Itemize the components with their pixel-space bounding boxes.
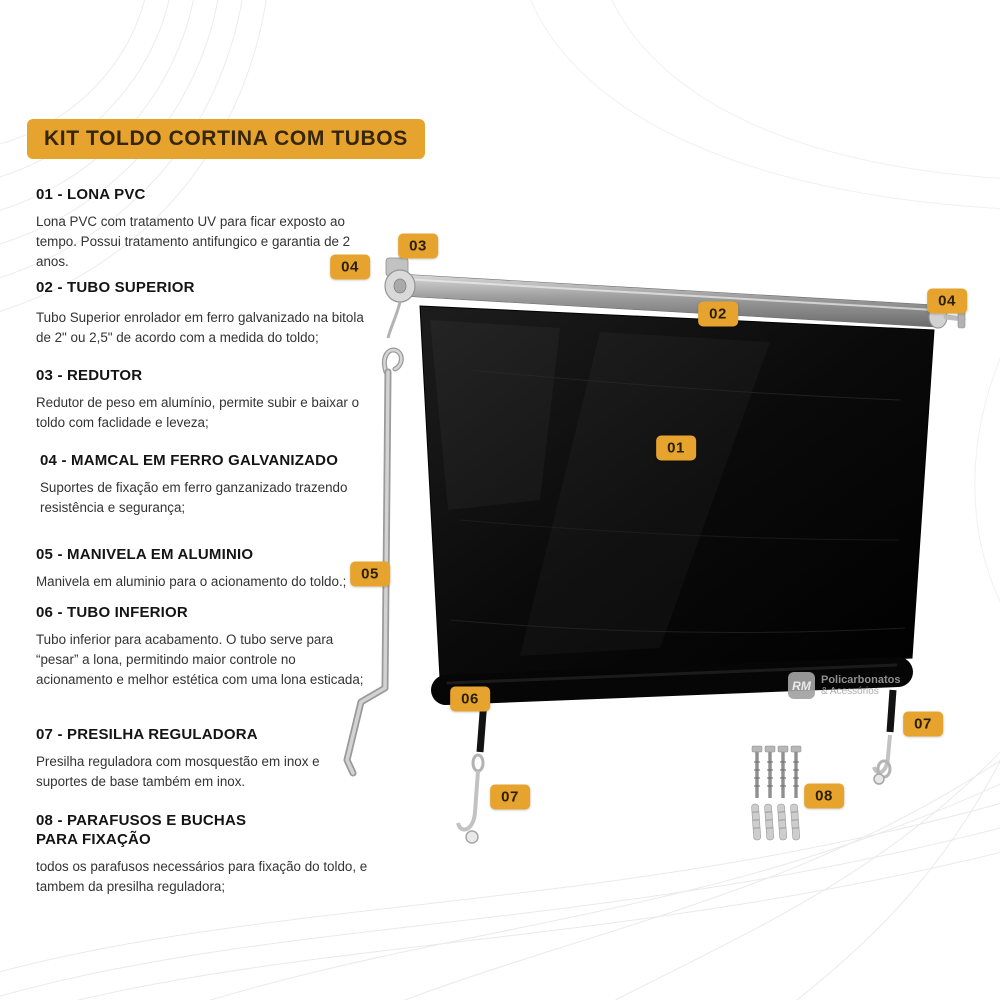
part-heading-02: 02 - TUBO SUPERIOR (36, 279, 195, 296)
brand-watermark: RM Policarbonatos & Acessórios (788, 672, 900, 699)
screws (751, 745, 802, 798)
part-item-02: 02 - TUBO SUPERIOR Tubo Superior enrolad… (36, 279, 374, 348)
part-item-06: 06 - TUBO INFERIOR Tubo inferior para ac… (36, 604, 374, 690)
part-heading-05: 05 - MANIVELA EM ALUMINIO (36, 546, 254, 563)
right-strap-hook (872, 689, 897, 785)
reducer-and-left-bracket (384, 257, 416, 339)
callout-badge-02: 02 (698, 301, 738, 327)
callout-badge-05: 05 (350, 561, 390, 587)
part-heading-04: 04 - MAMCAL EM FERRO GALVANIZADO (40, 452, 339, 469)
part-body-02: Tubo Superior enrolador em ferro galvani… (36, 309, 364, 345)
part-heading-06: 06 - TUBO INFERIOR (36, 604, 188, 621)
callout-badge-04-left: 04 (330, 254, 370, 280)
bottom-tube (431, 657, 913, 705)
brand-logo: RM (788, 672, 815, 699)
part-body-04: Suportes de fixação em ferro ganzanizado… (40, 479, 348, 515)
part-item-08: 08 - PARAFUSOS E BUCHAS PARA FIXAÇÃO tod… (36, 812, 374, 897)
part-body-06: Tubo inferior para acabamento. O tubo se… (36, 631, 364, 687)
callout-badge-07-left: 07 (490, 784, 530, 810)
callout-badge-06: 06 (450, 686, 490, 712)
part-body-01: Lona PVC com tratamento UV para ficar ex… (36, 213, 351, 269)
callout-badge-04-right: 04 (927, 288, 967, 314)
wall-anchors (751, 803, 800, 841)
part-item-01: 01 - LONA PVC Lona PVC com tratamento UV… (36, 186, 374, 272)
part-body-08: todos os parafusos necessários para fixa… (36, 858, 368, 894)
part-item-03: 03 - REDUTOR Redutor de peso em alumínio… (36, 367, 374, 433)
part-body-03: Redutor de peso em alumínio, permite sub… (36, 394, 360, 430)
part-heading-01: 01 - LONA PVC (36, 186, 146, 203)
brand-line1: Policarbonatos (821, 673, 901, 686)
part-item-05: 05 - MANIVELA EM ALUMINIO Manivela em al… (36, 546, 374, 592)
left-strap-hook (456, 699, 488, 844)
callout-badge-01: 01 (656, 435, 696, 461)
page-title: KIT TOLDO CORTINA COM TUBOS (27, 119, 425, 159)
callout-badge-03: 03 (398, 233, 438, 259)
part-heading-07: 07 - PRESILHA REGULADORA (36, 726, 258, 743)
part-item-04: 04 - MAMCAL EM FERRO GALVANIZADO Suporte… (40, 452, 378, 518)
part-body-05: Manivela em aluminio para o acionamento … (36, 573, 347, 589)
part-heading-08: 08 - PARAFUSOS E BUCHAS PARA FIXAÇÃO (36, 812, 247, 848)
pvc-canvas (419, 305, 935, 679)
callout-badge-08: 08 (804, 783, 844, 809)
part-body-07: Presilha reguladora com mosquestão em in… (36, 753, 320, 789)
callout-badge-07-right: 07 (903, 711, 943, 737)
screws-and-anchors (751, 745, 802, 841)
part-item-07: 07 - PRESILHA REGULADORA Presilha regula… (36, 726, 374, 792)
brand-line2: & Acessórios (821, 686, 879, 698)
part-heading-03: 03 - REDUTOR (36, 367, 143, 384)
product-photo (343, 257, 966, 844)
